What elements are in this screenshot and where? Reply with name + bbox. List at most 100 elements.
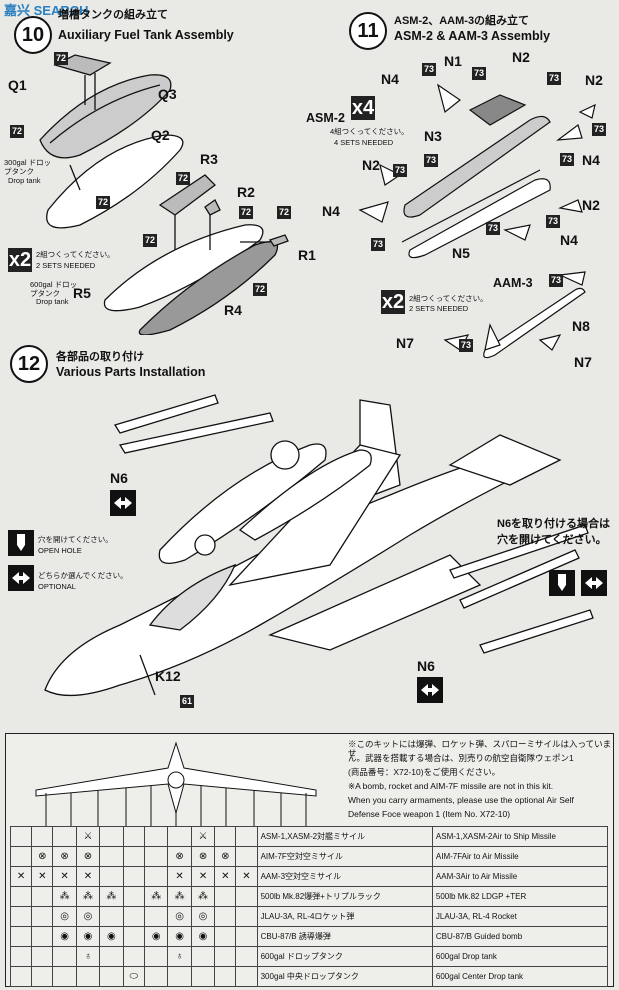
part-label-n4: N4: [381, 71, 399, 87]
watermark: 嘉兴 SEARCH: [4, 3, 89, 18]
weapons-note-jp-1: ※このキットには爆弾、ロケット弾、スパローミサイルは入っていませ: [348, 739, 612, 758]
weapon-name-jp: AIM-7F空対空ミサイル: [256, 846, 433, 867]
part-label-n8: N8: [572, 318, 590, 334]
missile-assembly-diagram: [358, 83, 596, 359]
part-tag: 73: [393, 164, 408, 177]
weapon-name-en: ASM-1,XASM-2Air to Ship Missile: [431, 826, 609, 847]
part-tag-61: 61: [180, 695, 195, 708]
aam3-sets-jp: 2組つくってください。: [409, 294, 488, 303]
fuel-tank-diagram: [39, 54, 289, 335]
open-hole-icon: [8, 530, 34, 556]
weapon-name-jp: AAM-3空対空ミサイル: [256, 866, 433, 887]
weapon-name-jp: JLAU-3A, RL-4ロケット弾: [256, 906, 433, 927]
aam3-sets-en: 2 SETS NEEDED: [409, 304, 469, 313]
open-hole-jp: 穴を開けてください。: [38, 535, 113, 544]
part-tag: 73: [546, 215, 561, 228]
part-label-n6: N6: [417, 658, 435, 674]
part-tag: 73: [547, 72, 562, 85]
sets-multiplier-x2: x2: [8, 248, 32, 272]
step-11-title-en: ASM-2 & AAM-3 Assembly: [394, 29, 551, 43]
optional-jp: どちらか選んでください。: [38, 571, 128, 580]
weapons-note-en-3: Defense Foce weapon 1 (Item No. X72-10): [348, 809, 511, 819]
optional-arrows-icon: [110, 490, 136, 516]
part-label-n4: N4: [582, 152, 600, 168]
part-label-n3: N3: [424, 128, 442, 144]
part-tag: 72: [54, 52, 69, 65]
aam3-label: AAM-3: [493, 276, 533, 290]
part-tag: 72: [10, 125, 25, 138]
optional-arrows-icon: [417, 677, 443, 703]
weapon-name-jp: ASM-1,XASM-2対艦ミサイル: [256, 826, 433, 847]
note-600gal: 600gal ドロップタンク: [30, 280, 78, 298]
part-label-n7: N7: [574, 354, 592, 370]
optional-en: OPTIONAL: [38, 582, 76, 591]
part-label-n5: N5: [452, 245, 470, 261]
part-label-r1: R1: [298, 247, 316, 263]
part-label-r5: R5: [73, 285, 91, 301]
part-label-n2: N2: [585, 72, 603, 88]
part-tag: 73: [549, 274, 564, 287]
sets-note-jp: 2組つくってください。: [36, 250, 115, 259]
part-tag: 72: [253, 283, 268, 296]
weapon-name-jp: 500lb Mk.82爆弾+トリプルラック: [256, 886, 433, 907]
weapon-name-en: JLAU-3A, RL-4 Rocket: [431, 906, 609, 927]
weapon-name-en: CBU-87/B Guided bomb: [431, 926, 609, 947]
part-label-q1: Q1: [8, 77, 27, 93]
weapon-name-en: 600gal Drop tank: [431, 946, 609, 967]
asm2-sets-jp: 4組つくってください。: [330, 127, 409, 136]
asm2-sets-en: 4 SETS NEEDED: [334, 138, 394, 147]
part-label-r4: R4: [224, 302, 242, 318]
step-10-badge: 10: [14, 16, 52, 54]
part-tag: 73: [422, 63, 437, 76]
part-tag: 72: [143, 234, 158, 247]
part-label-n4: N4: [560, 232, 578, 248]
optional-arrows-icon: [8, 565, 34, 591]
part-label-n1: N1: [444, 53, 462, 69]
part-label-n2: N2: [362, 157, 380, 173]
part-tag: 72: [239, 206, 254, 219]
weapon-name-en: 600gal Center Drop tank: [431, 966, 609, 987]
open-hole-en: OPEN HOLE: [38, 546, 82, 555]
weapon-name-jp: CBU-87/B 誘導爆弾: [256, 926, 433, 947]
aircraft-diagram: [44, 394, 594, 697]
part-tag: 73: [592, 123, 607, 136]
part-tag: 73: [371, 238, 386, 251]
weapon-name-en: AIM-7FAir to Air Missile: [431, 846, 609, 867]
part-label-k12: K12: [155, 668, 181, 684]
part-tag: 72: [176, 172, 191, 185]
optional-arrows-icon: [581, 570, 607, 596]
weapons-legend-panel: ※このキットには爆弾、ロケット弾、スパローミサイルは入っていませ ん。武器を搭載…: [5, 733, 614, 987]
part-label-n7: N7: [396, 335, 414, 351]
aam3-multiplier-x2: x2: [381, 290, 405, 314]
part-label-r2: R2: [237, 184, 255, 200]
weapons-note-en-1: ※A bomb, rocket and AIM-7F missile are n…: [348, 781, 554, 791]
part-label-n2: N2: [512, 49, 530, 65]
part-tag: 73: [560, 153, 575, 166]
weapons-note-jp-3: (商品番号：X72-10)をご使用ください。: [348, 767, 501, 777]
step-11-badge: 11: [349, 12, 387, 50]
part-tag: 73: [459, 339, 474, 352]
part-tag: 73: [486, 222, 501, 235]
part-label-n6: N6: [110, 470, 128, 486]
part-tag: 72: [277, 206, 292, 219]
aircraft-front-view-diagram: [35, 741, 317, 826]
sets-note-en: 2 SETS NEEDED: [36, 261, 96, 270]
open-hole-icon: [549, 570, 575, 596]
n6-note-jp1: N6を取り付ける場合は: [497, 518, 611, 530]
part-label-q2: Q2: [151, 127, 170, 143]
part-tag: 73: [472, 67, 487, 80]
step-11-title-jp: ASM-2、AAM-3の組み立て: [394, 15, 530, 27]
weapons-note-en-2: When you carry armaments, please use the…: [348, 795, 574, 805]
weapons-note-jp-2: ん。武器を搭載する場合は、別売りの航空自衛隊ウェポン1: [348, 753, 574, 763]
note-300gal-en: Drop tank: [8, 176, 41, 185]
step-12-title-en: Various Parts Installation: [56, 365, 206, 379]
part-label-n4: N4: [322, 203, 340, 219]
